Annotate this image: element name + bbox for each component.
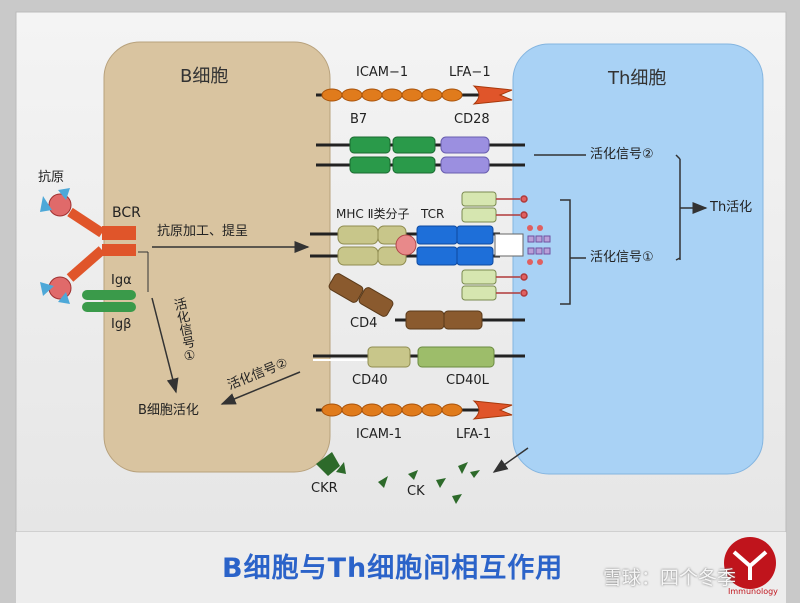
signal1-th-label: 活化信号① [590,250,654,265]
bcr-label: BCR [112,205,141,221]
logo-text: Immunology [728,587,778,596]
mhc-label: MHC Ⅱ类分子 [336,207,410,221]
title-band [16,532,786,603]
icam1-lfa1-top [316,85,513,105]
slide-title: B细胞与Th细胞间相互作用 [222,553,564,584]
cd28-label: CD28 [454,112,490,127]
icam1-lfa1-bottom [316,400,513,420]
bcr-complex [40,188,149,312]
cd40-cd40l [313,346,525,368]
cd40-label: CD40 [352,373,388,388]
cd4 [328,273,525,330]
b-activation-label: B细胞活化 [138,403,199,418]
icam1-bottom-label: ICAM-1 [356,427,402,442]
b-cell-title: B细胞 [180,66,229,87]
watermark: 雪球：四个冬季 [603,567,737,589]
ckr-ck [316,452,480,504]
ig-beta-label: Igβ [111,317,132,332]
lfa1-bottom-label: LFA-1 [456,427,492,442]
ck-label: CK [407,484,425,499]
ig-alpha-label: Igα [111,273,132,288]
th-cell-title: Th细胞 [608,68,667,89]
immunology-logo-icon [724,537,776,589]
icam1-top-label: ICAM−1 [356,65,409,80]
lfa1-top-label: LFA−1 [449,65,491,80]
th-cell [512,43,764,475]
b7-cd28 [316,136,525,174]
th-activation-label: Th活化 [710,200,753,215]
mhc-tcr-complex [310,191,551,301]
b7-label: B7 [350,112,368,127]
signal2-th-label: 活化信号② [590,147,654,162]
cd40l-label: CD40L [446,373,489,388]
ckr-label: CKR [311,481,338,496]
cd4-label: CD4 [350,316,378,331]
antigen-label: 抗原 [38,170,65,185]
antigen-processing-label: 抗原加工、提呈 [157,224,249,239]
tcr-label: TCR [421,207,445,221]
arrows [151,154,708,473]
